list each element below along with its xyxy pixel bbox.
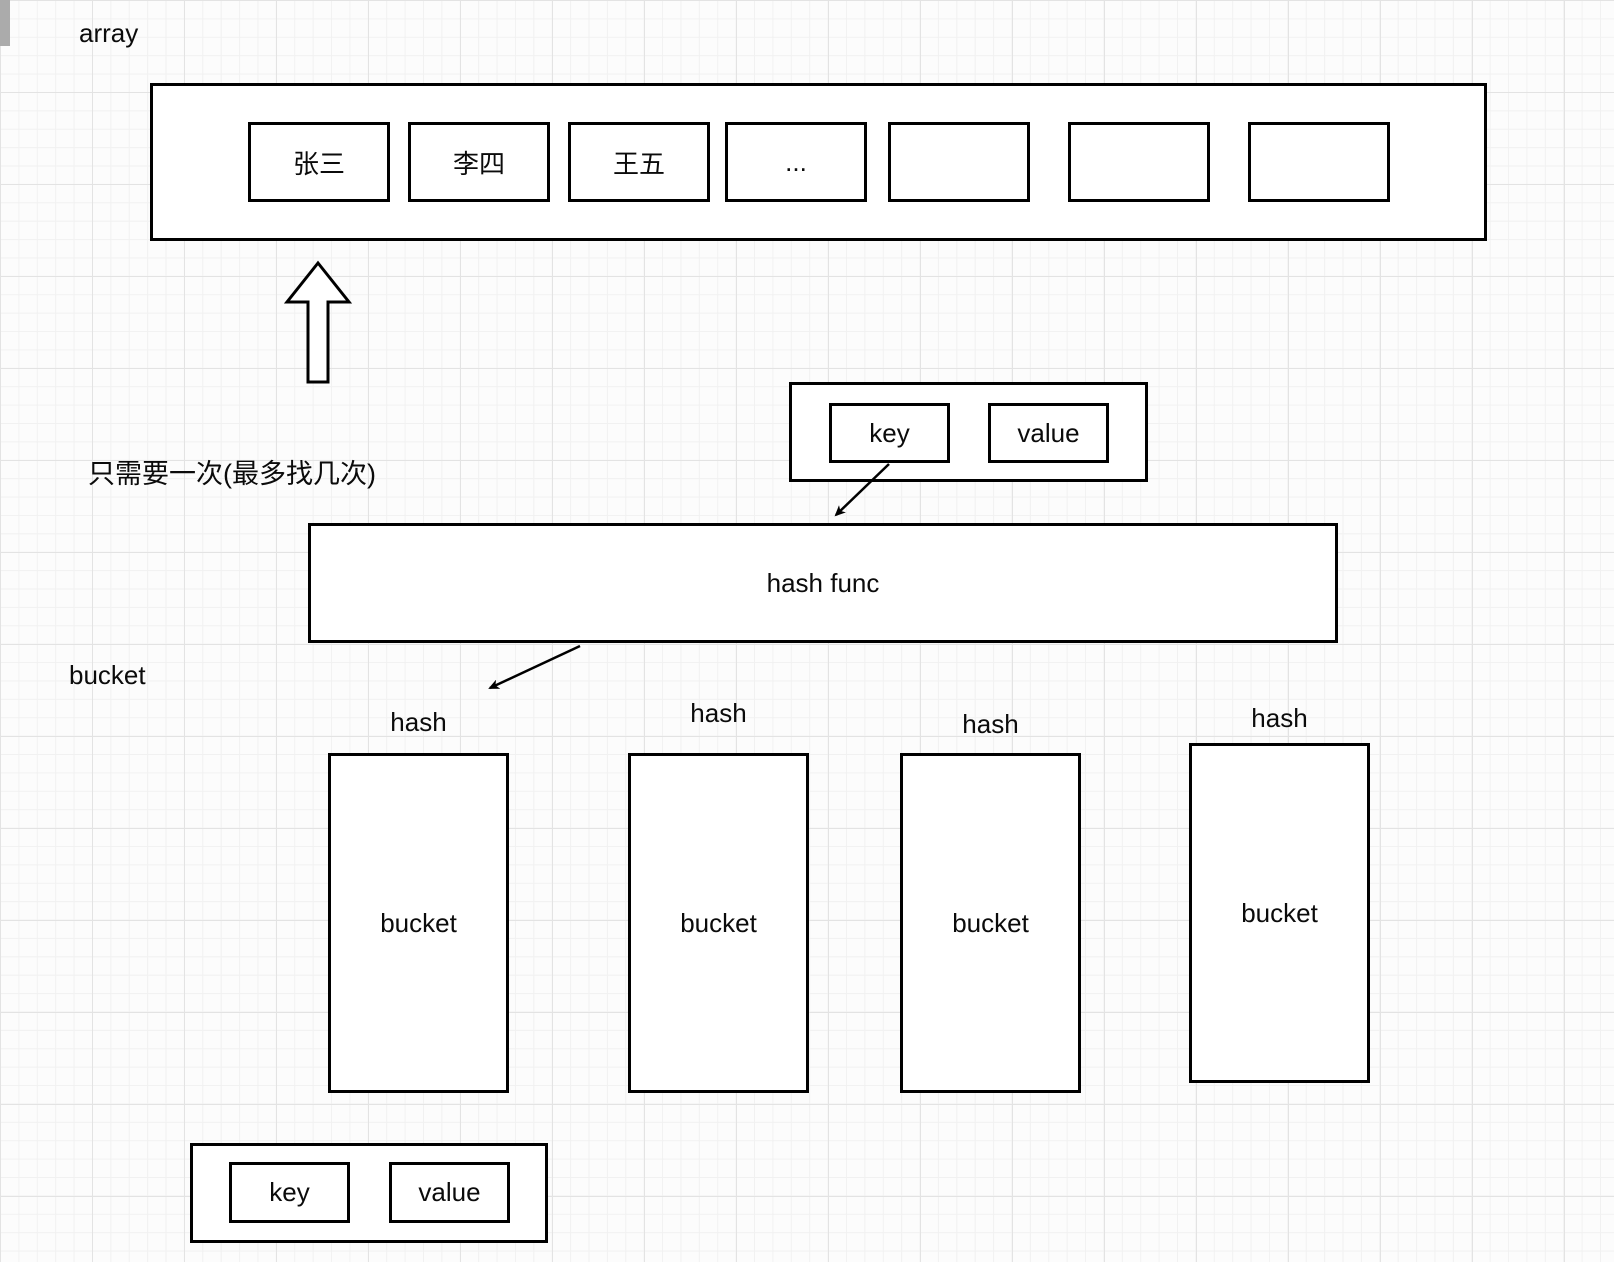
hash-func-box: hash func bbox=[308, 523, 1338, 643]
kv-bottom-value-label: value bbox=[418, 1177, 481, 1207]
up-arrow-icon bbox=[283, 260, 353, 384]
bucket-2-label: bucket bbox=[680, 907, 757, 938]
array-cell-3-label: 王五 bbox=[612, 148, 665, 179]
array-cell-1-label: 张三 bbox=[292, 148, 345, 179]
array-cell-5-empty bbox=[888, 122, 1030, 202]
bucket-4-box: bucket bbox=[1189, 743, 1370, 1083]
bucket-1-label: bucket bbox=[380, 907, 457, 938]
bucket-3-box: bucket bbox=[900, 753, 1081, 1093]
array-cell-2-label: 李四 bbox=[452, 148, 505, 179]
bucket-1-box: bucket bbox=[328, 753, 509, 1093]
kv-top-value-box: value bbox=[988, 403, 1109, 463]
kv-bottom-key-label: key bbox=[269, 1177, 310, 1207]
bucket-3-hash-label: hash bbox=[962, 709, 1019, 739]
kv-bottom-key-box: key bbox=[229, 1162, 350, 1223]
bucket-2-hash-label: hash bbox=[690, 698, 747, 728]
array-cell-4-ellipsis: ... bbox=[725, 122, 867, 202]
bucket-2-box: bucket bbox=[628, 753, 809, 1093]
lookup-note-text: 只需要一次(最多找几次) bbox=[88, 459, 376, 489]
kv-top-value-label: value bbox=[1017, 417, 1080, 448]
bucket-4-hash-label: hash bbox=[1251, 703, 1308, 733]
array-cell-6-empty bbox=[1068, 122, 1210, 202]
array-cell-7-empty bbox=[1248, 122, 1390, 202]
array-cell-3: 王五 bbox=[568, 122, 710, 202]
array-cell-4-label: ... bbox=[785, 146, 807, 177]
array-section-label: array bbox=[79, 18, 139, 48]
arrow-hashfunc-to-bucket bbox=[488, 644, 581, 690]
array-cell-2: 李四 bbox=[408, 122, 550, 202]
hash-func-label: hash func bbox=[766, 567, 880, 598]
kv-top-key-box: key bbox=[829, 403, 950, 463]
bucket-section-label: bucket bbox=[69, 660, 146, 690]
bucket-1-hash-label: hash bbox=[390, 707, 447, 737]
kv-bottom-value-box: value bbox=[389, 1162, 510, 1223]
bucket-4-label: bucket bbox=[1241, 897, 1318, 928]
kv-top-key-label: key bbox=[869, 417, 910, 448]
canvas-edge-artifact bbox=[0, 0, 10, 46]
bucket-3-label: bucket bbox=[952, 907, 1029, 938]
array-cell-1: 张三 bbox=[248, 122, 390, 202]
